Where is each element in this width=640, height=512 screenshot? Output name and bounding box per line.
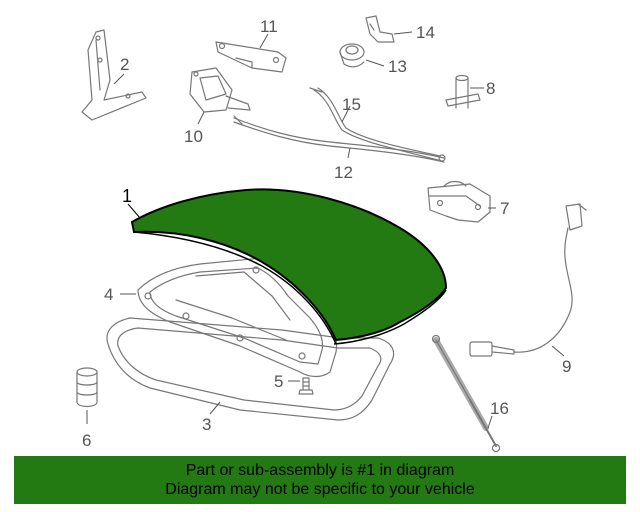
part-1-deck-lid[interactable] <box>130 188 448 345</box>
callout-3: 3 <box>202 415 211 434</box>
part-9-release-cable[interactable] <box>469 203 587 357</box>
callout-8: 8 <box>486 79 495 98</box>
leader-15 <box>341 105 351 123</box>
callout-14: 14 <box>416 23 435 42</box>
part-7-latch[interactable] <box>427 180 491 223</box>
leader-10 <box>197 111 205 125</box>
leader-16 <box>487 415 493 429</box>
part-5-bolt[interactable] <box>298 377 314 395</box>
leader-3 <box>209 401 221 415</box>
part-2-hinge[interactable] <box>81 29 147 121</box>
leader-12 <box>347 147 351 159</box>
callout-6: 6 <box>82 431 91 450</box>
leader-11 <box>259 33 269 49</box>
callout-13: 13 <box>388 57 407 76</box>
part-16-lift-support[interactable] <box>431 334 501 453</box>
callout-15: 15 <box>342 95 361 114</box>
part-3-seal-frame[interactable] <box>106 317 395 421</box>
part-12-cable[interactable] <box>233 115 445 163</box>
callout-1: 1 <box>122 186 132 206</box>
leader-1 <box>127 203 141 219</box>
callout-11: 11 <box>260 17 278 36</box>
part-14-clip[interactable] <box>365 15 395 43</box>
part-15-cable[interactable] <box>309 87 446 162</box>
callout-7: 7 <box>500 199 509 218</box>
banner-line-1: Part or sub-assembly is #1 in diagram <box>185 462 455 479</box>
leader-9 <box>551 345 565 357</box>
leader-14 <box>393 31 413 35</box>
part-10-actuator[interactable] <box>189 67 251 113</box>
callout-16: 16 <box>490 399 509 418</box>
callout-2: 2 <box>120 55 129 74</box>
part-13-mount[interactable] <box>339 43 365 68</box>
callout-10: 10 <box>184 127 203 146</box>
callout-5: 5 <box>274 372 283 391</box>
part-8-striker[interactable] <box>445 74 481 109</box>
part-11-bracket[interactable] <box>215 41 287 73</box>
leader-13 <box>365 59 385 67</box>
part-6-bumper[interactable] <box>76 367 98 408</box>
info-banner: Part or sub-assembly is #1 in diagram Di… <box>14 456 626 504</box>
parts-diagram: 1 2 3 4 5 6 7 8 9 10 11 12 13 14 15 16 <box>76 15 587 453</box>
callout-4: 4 <box>104 285 113 304</box>
banner-line-2: Diagram may not be specific to your vehi… <box>165 481 475 498</box>
callout-12: 12 <box>334 163 353 182</box>
leader-2 <box>113 73 125 85</box>
callout-9: 9 <box>562 357 571 376</box>
